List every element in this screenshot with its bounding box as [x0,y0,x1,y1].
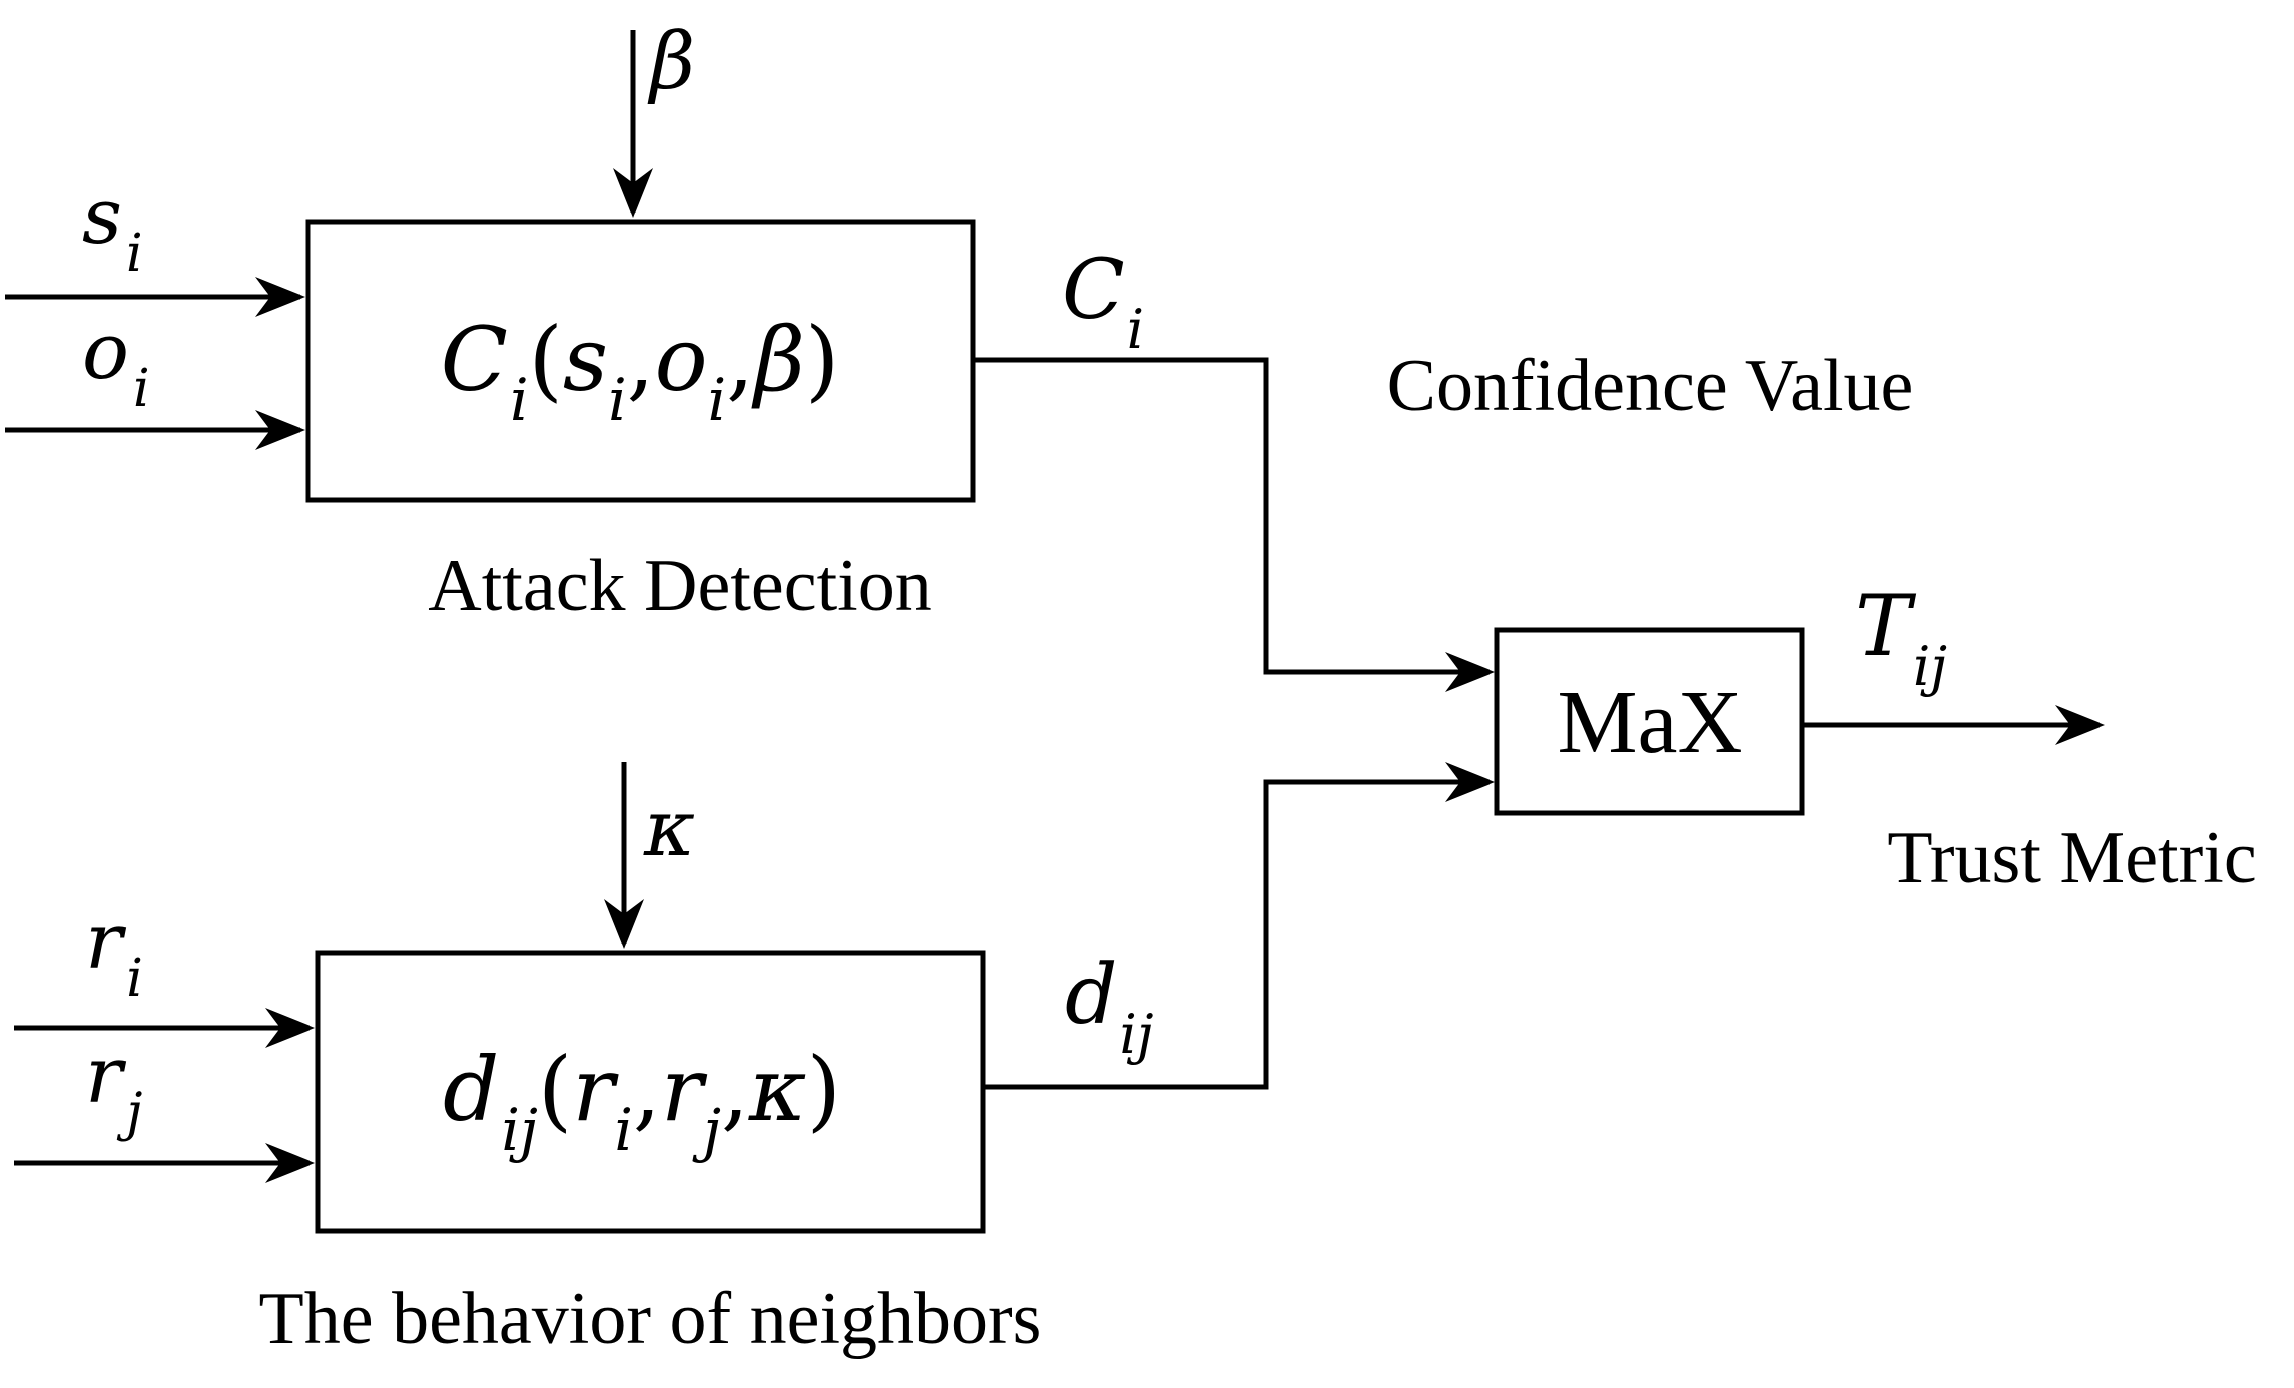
o-input-label: oi [82,307,150,419]
beta-input-label: β [647,17,695,107]
c-output-wire [973,357,1495,692]
attack-detection-formula: Ci(si,oi,β) [441,308,840,434]
max-block [1494,627,1805,816]
attack-detection-caption: Attack Detection [428,545,931,627]
neighbor-behavior-block [315,950,986,1234]
d-output-wire [983,762,1495,1090]
c-output-label: Ci [1062,243,1144,361]
r-j-input-label: rj [85,1031,142,1143]
trust-metric-caption: Trust Metric [1887,817,2256,899]
neighbor-behavior-formula: dij(ri,rj,κ) [443,1038,841,1164]
attack-detection-block [305,219,976,503]
confidence-value-caption: Confidence Value [1387,345,1914,427]
kappa-input-label: κ [643,784,695,874]
max-block-label: MaX [1558,673,1743,772]
d-output-label: dij [1065,948,1154,1066]
s-input-label: si [82,172,143,284]
r-i-input-label: ri [85,897,143,1009]
neighbor-behavior-caption: The behavior of neighbors [259,1278,1042,1360]
t-output-label: Tij [1855,577,1947,698]
